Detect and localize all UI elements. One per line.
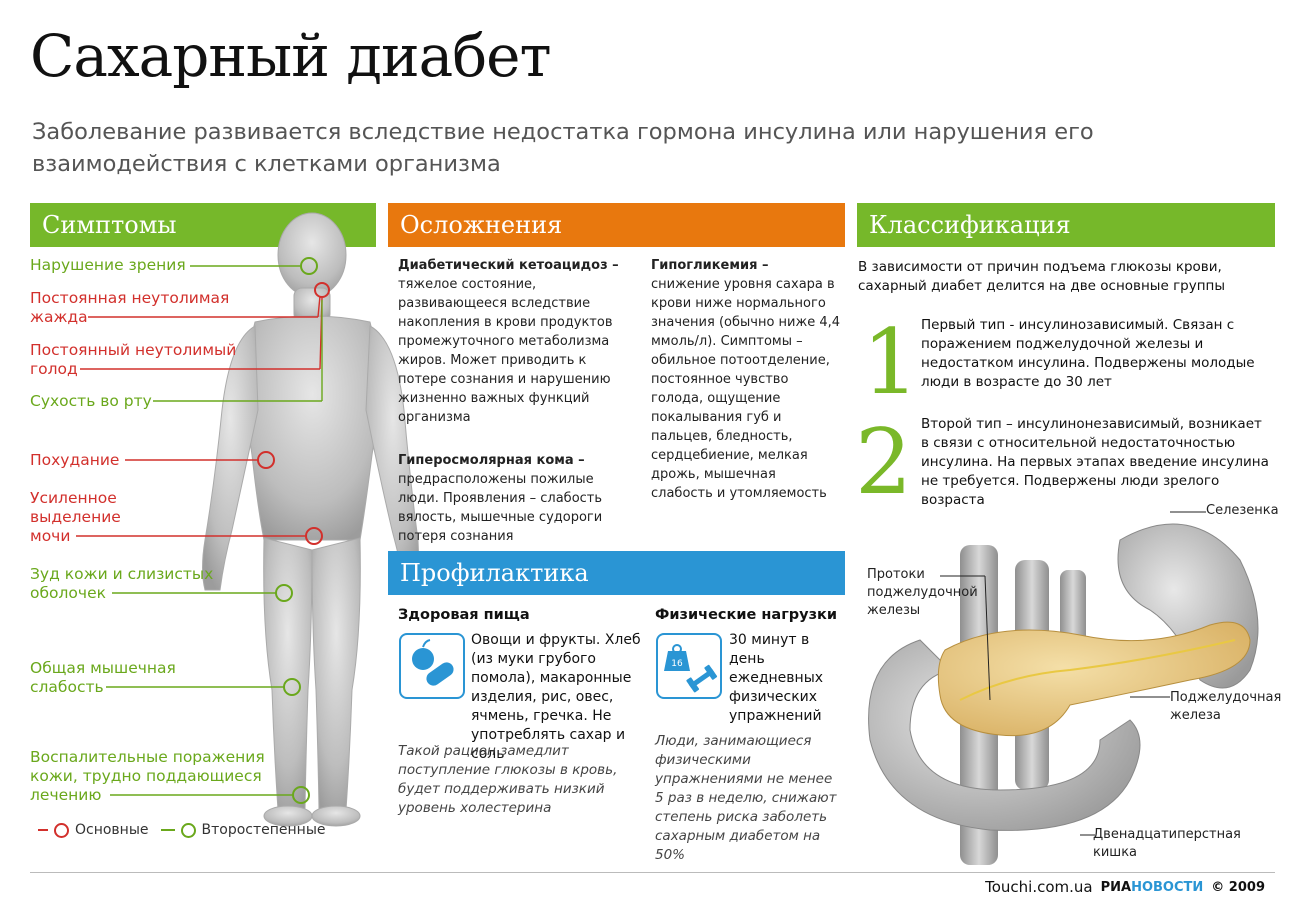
classification-intro: В зависимости от причин подъема глюкозы …	[858, 259, 1226, 294]
exercise-text: 30 минут в день ежедневных физических уп…	[729, 632, 824, 724]
complications-heading: Осложнения	[400, 211, 563, 239]
hyperosmolar-block: Гиперосмолярная кома – предрасположены п…	[398, 451, 628, 546]
label-spleen: Селезенка	[1206, 503, 1279, 518]
food-title: Здоровая пища	[398, 607, 530, 623]
prevention-banner: Профилактика	[388, 551, 845, 595]
footer-ria-logo: РИАНОВОСТИ	[1101, 880, 1204, 895]
duodenum-shape	[868, 639, 1141, 831]
footer-site: Touchi.com.ua	[985, 878, 1093, 896]
label-duodenum: Двенадцатиперстная кишка	[1093, 827, 1241, 860]
exercise-title: Физические нагрузки	[655, 607, 838, 623]
symptom-thirst: Постоянная неутолимая жажда	[30, 289, 230, 326]
exercise-note: Люди, занимающиеся физическими упражнени…	[655, 733, 837, 863]
symptom-weakness: Общая мышечная слабость	[30, 659, 176, 696]
ketoacidosis-block: Диабетический кетоацидоз – тяжелое состо…	[398, 256, 628, 427]
symptoms-heading: Симптомы	[42, 211, 177, 239]
hypoglycemia-title: Гипогликемия –	[651, 258, 769, 273]
symptoms-legend: Основные Второстепенные	[38, 822, 326, 838]
legend-ring-main	[54, 822, 69, 838]
food-text: Овощи и фрукты. Хлеб (из муки грубого по…	[471, 632, 641, 762]
hypoglycemia-block: Гипогликемия – снижение уровня сахара в …	[651, 256, 841, 503]
symptom-connectors	[76, 257, 330, 804]
apple-bread-icon	[412, 639, 454, 686]
symptom-hunger: Постоянный неутолимый голод	[30, 341, 237, 378]
exercise-icon: 16	[656, 633, 722, 699]
food-icon	[399, 633, 465, 699]
symptom-vision: Нарушение зрения	[30, 256, 186, 274]
human-figure	[202, 212, 420, 827]
legend-ring-secondary	[180, 822, 196, 838]
weight-label: 16	[671, 659, 683, 669]
food-note: Такой рацион замедлит поступление глюкоз…	[398, 743, 618, 816]
complications-banner: Осложнения	[388, 203, 845, 247]
classification-banner: Классификация	[857, 203, 1275, 247]
ketoacidosis-text: тяжелое состояние, развивающееся вследст…	[398, 277, 613, 425]
hyperosmolar-title: Гиперосмолярная кома –	[398, 453, 585, 468]
legend-secondary: Второстепенные	[201, 822, 326, 838]
symptom-weight-loss: Похудание	[30, 451, 120, 469]
prevention-heading: Профилактика	[400, 559, 589, 587]
pancreas-shape	[937, 621, 1251, 737]
ketoacidosis-title: Диабетический кетоацидоз –	[398, 258, 619, 273]
symptom-itch: Зуд кожи и слизистых оболочек	[30, 565, 214, 602]
weight-dumbbell-icon: 16	[664, 644, 718, 693]
pancreas-illustration	[868, 511, 1259, 865]
page-title: Сахарный диабет	[30, 22, 552, 90]
type-2-number: 2	[855, 410, 913, 515]
symptom-urination: Усиленное выделение мочи	[30, 489, 121, 545]
hypoglycemia-text: снижение уровня сахара в крови ниже норм…	[651, 277, 840, 501]
footer-ria-b: НОВОСТИ	[1131, 879, 1204, 895]
footer-year: © 2009	[1211, 879, 1265, 895]
symptom-skin: Воспалительные поражения кожи, трудно по…	[30, 748, 265, 804]
type-2-text: Второй тип – инсулинонезависимый, возник…	[921, 416, 1269, 508]
figure-foot-right	[311, 805, 361, 827]
footer: Touchi.com.ua РИАНОВОСТИ © 2009	[985, 878, 1265, 896]
pancreatic-duct	[959, 639, 1236, 701]
classification-heading: Классификация	[869, 211, 1071, 239]
hyperosmolar-text: предрасположены пожилые люди. Проявления…	[398, 472, 603, 544]
symptom-dry-mouth: Сухость во рту	[30, 392, 152, 410]
label-pancreas: Поджелудочная железа	[1170, 690, 1282, 723]
legend-line-secondary	[160, 829, 175, 831]
legend-line-main	[38, 829, 48, 831]
footer-ria-a: РИА	[1100, 879, 1132, 895]
type-1-number: 1	[862, 310, 920, 415]
footer-divider	[30, 872, 1275, 873]
label-ducts: Протоки поджелудочной железы	[867, 567, 978, 618]
page-subtitle: Заболевание развивается вследствие недос…	[32, 119, 1094, 177]
legend-main: Основные	[75, 822, 149, 838]
type-1-text: Первый тип - инсулинозависимый. Связан с…	[921, 317, 1255, 390]
